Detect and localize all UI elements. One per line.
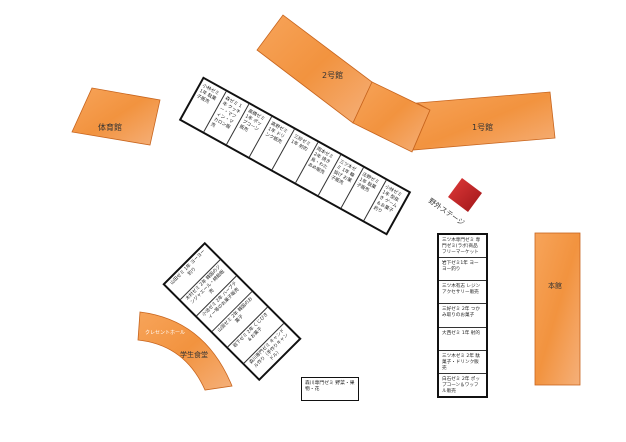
booth[interactable]: 三ツ木専門ゼミ 専門ゼミ(ラボ)商品 フリーマーケット (439, 235, 486, 259)
building-1-label: 1号館 (472, 122, 493, 132)
building-junction (352, 81, 431, 153)
main-building[interactable]: 本館 (534, 232, 581, 386)
building-2[interactable]: 2号館 (256, 14, 373, 124)
booth-bottom[interactable]: 森川専門ゼミ 野菜・果物・花 (301, 377, 359, 401)
booth[interactable]: 三ツ木ゼミ 2年 駄菓子・ドリンク販売 (439, 351, 486, 374)
main-building-label: 本館 (548, 281, 562, 290)
gymnasium-label: 体育館 (98, 122, 122, 132)
booth-strip-right: 三ツ木専門ゼミ 専門ゼミ(ラボ)商品 フリーマーケット 岩下ゼミ1年 ヨーヨー釣… (437, 233, 488, 398)
booth[interactable]: 白石ゼミ 2年 ポップコーン＆ワッフル販売 (442, 376, 481, 394)
cafeteria-label: 学生食堂 (180, 350, 208, 359)
outdoor-stage[interactable] (448, 178, 482, 212)
booth[interactable]: 三好ゼミ 2年 つかみ取りのお菓子 (439, 304, 486, 328)
gymnasium[interactable]: 体育館 (71, 87, 161, 146)
booth[interactable]: 三ツ木有志 レジンアクセサリー販売 (439, 281, 486, 305)
student-cafeteria[interactable]: クレセントホール 学生食堂 (137, 311, 233, 391)
booth[interactable]: 大西ゼミ 1年 射的 (439, 328, 486, 351)
building-2-label: 2号館 (322, 70, 343, 80)
building-1[interactable]: 1号館 (412, 91, 556, 151)
booth[interactable]: 岩下ゼミ1年 ヨーヨー釣り (439, 258, 486, 282)
crescent-hall-label: クレセントホール (145, 330, 185, 336)
